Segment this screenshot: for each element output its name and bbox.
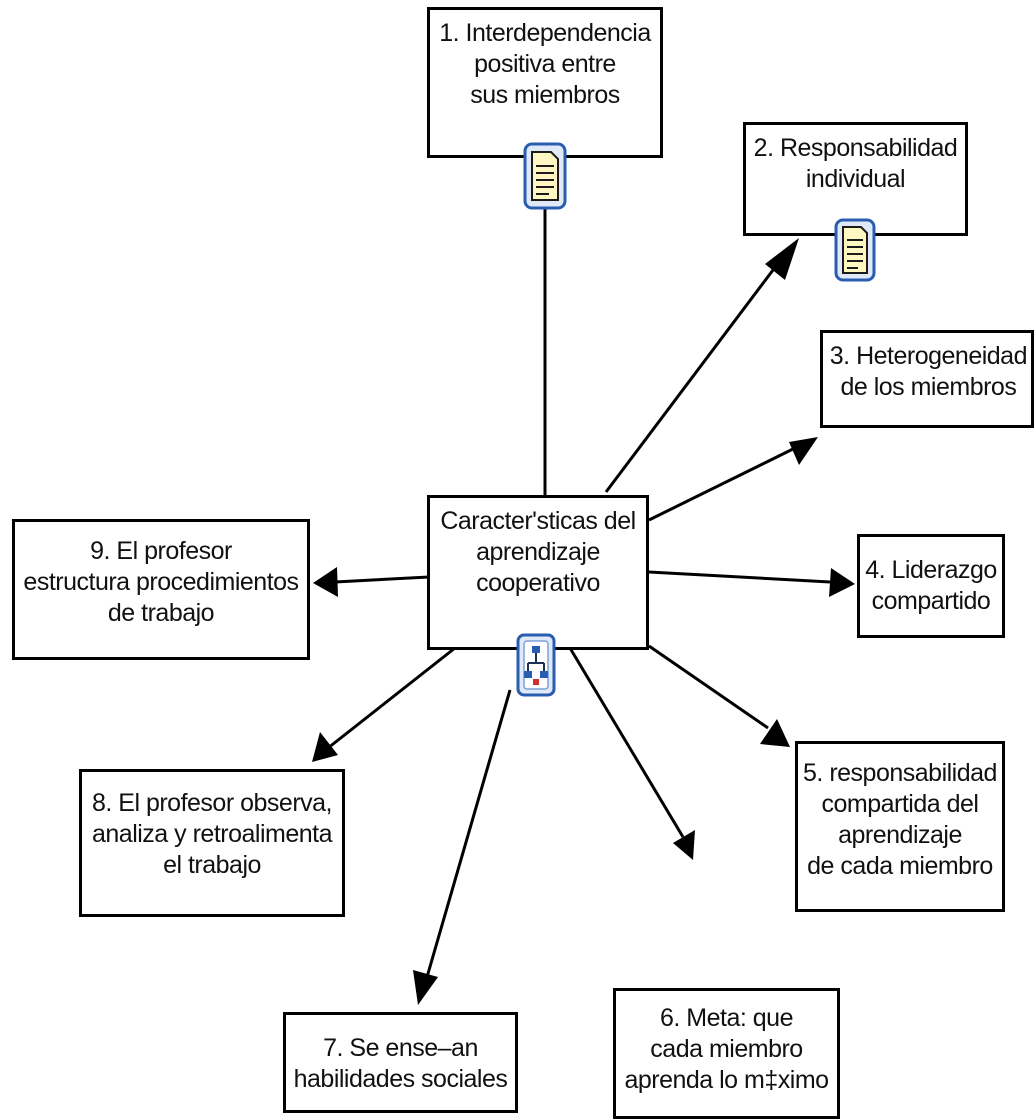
node-3[interactable]: 3. Heterogeneidad de los miembros bbox=[820, 330, 1034, 428]
central-node[interactable]: Caracter'sticas del aprendizaje cooperat… bbox=[427, 495, 649, 650]
node-2[interactable]: 2. Responsabilidad individual bbox=[743, 122, 968, 236]
document-icon[interactable] bbox=[523, 142, 567, 210]
node-6-label: 6. Meta: que cada miembro aprenda lo m‡x… bbox=[624, 1004, 829, 1094]
connector-arrow-7 bbox=[413, 689, 512, 1005]
connector-arrow-5 bbox=[648, 644, 790, 747]
connector-arrow-9 bbox=[313, 567, 430, 597]
node-9-label: 9. El profesor estructura procedimientos… bbox=[23, 537, 299, 627]
document-icon[interactable] bbox=[834, 218, 876, 282]
connector-arrow-6 bbox=[568, 647, 695, 860]
connector-arrow-2 bbox=[604, 238, 799, 493]
node-5-label: 5. responsabilidad compartida del aprend… bbox=[803, 759, 997, 880]
node-8[interactable]: 8. El profesor observa, analiza y retroa… bbox=[79, 769, 345, 917]
node-2-label: 2. Responsabilidad individual bbox=[753, 134, 958, 193]
node-1[interactable]: 1. Interdependencia positiva entre sus m… bbox=[427, 7, 663, 158]
node-7[interactable]: 7. Se ense–an habilidades sociales bbox=[283, 1012, 518, 1113]
connector-arrow-8 bbox=[312, 646, 456, 762]
node-4[interactable]: 4. Liderazgo compartido bbox=[857, 534, 1005, 638]
node-1-label: 1. Interdependencia positiva entre sus m… bbox=[439, 19, 651, 109]
hierarchy-icon[interactable] bbox=[516, 633, 556, 697]
node-7-label: 7. Se ense–an habilidades sociales bbox=[293, 1034, 508, 1093]
connector-arrow-4 bbox=[648, 568, 855, 597]
node-5[interactable]: 5. responsabilidad compartida del aprend… bbox=[795, 741, 1005, 912]
node-3-label: 3. Heterogeneidad de los miembros bbox=[829, 342, 1028, 401]
node-9[interactable]: 9. El profesor estructura procedimientos… bbox=[12, 519, 310, 660]
node-6[interactable]: 6. Meta: que cada miembro aprenda lo m‡x… bbox=[613, 988, 840, 1119]
node-8-label: 8. El profesor observa, analiza y retroa… bbox=[91, 789, 333, 879]
connector-arrow-3 bbox=[648, 437, 818, 522]
central-node-label: Caracter'sticas del aprendizaje cooperat… bbox=[440, 507, 636, 597]
node-4-label: 4. Liderazgo compartido bbox=[865, 556, 997, 615]
